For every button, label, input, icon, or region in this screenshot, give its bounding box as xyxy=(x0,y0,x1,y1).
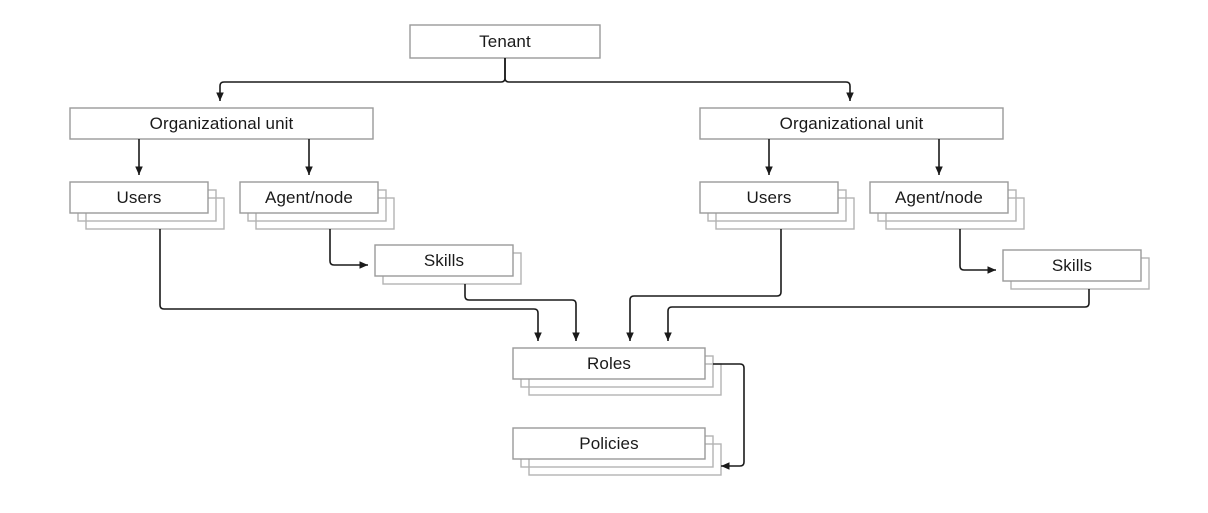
box-policies xyxy=(512,427,706,460)
box-agent-right xyxy=(869,181,1009,214)
connectors xyxy=(135,58,1090,470)
edge-tenant-to-ou-right xyxy=(504,58,854,101)
box-ou-right xyxy=(699,107,1004,140)
box-skills-left xyxy=(374,244,514,277)
edge-users-right-to-roles xyxy=(626,229,782,341)
box-users-right xyxy=(699,181,839,214)
box-ou-left xyxy=(69,107,374,140)
box-tenant xyxy=(409,24,601,59)
edge-roles-to-policies xyxy=(713,363,745,470)
edge-agent-right-to-skills-right xyxy=(959,229,996,274)
edge-tenant-to-ou-left xyxy=(216,58,506,101)
box-roles xyxy=(512,347,706,380)
edge-users-left-to-roles xyxy=(159,229,542,341)
node-boxes xyxy=(69,24,1142,460)
edge-skills-right-to-roles xyxy=(664,289,1090,341)
edge-agent-left-to-skills-left xyxy=(329,229,368,269)
box-skills-right xyxy=(1002,249,1142,282)
edge-skills-left-to-roles xyxy=(464,284,580,341)
box-agent-left xyxy=(239,181,379,214)
box-users-left xyxy=(69,181,209,214)
